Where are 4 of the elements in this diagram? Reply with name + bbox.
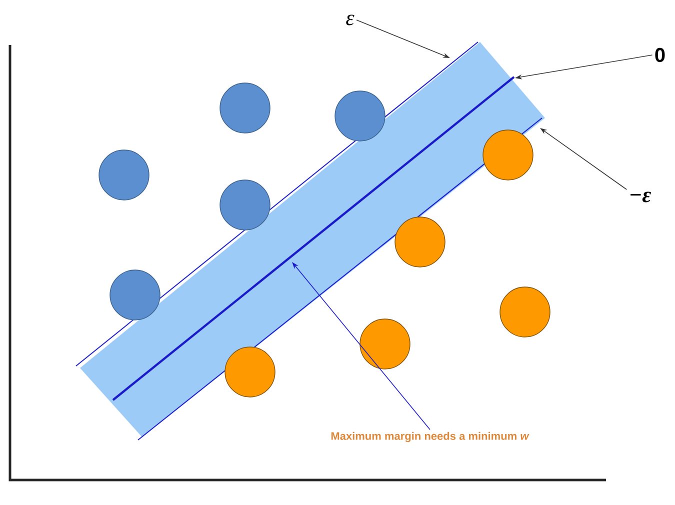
text-label: 0 — [655, 48, 665, 62]
text-label: ε — [346, 14, 354, 26]
text-label: −ε — [630, 192, 652, 202]
text-label: Maximum margin needs a minimum w — [331, 432, 530, 442]
